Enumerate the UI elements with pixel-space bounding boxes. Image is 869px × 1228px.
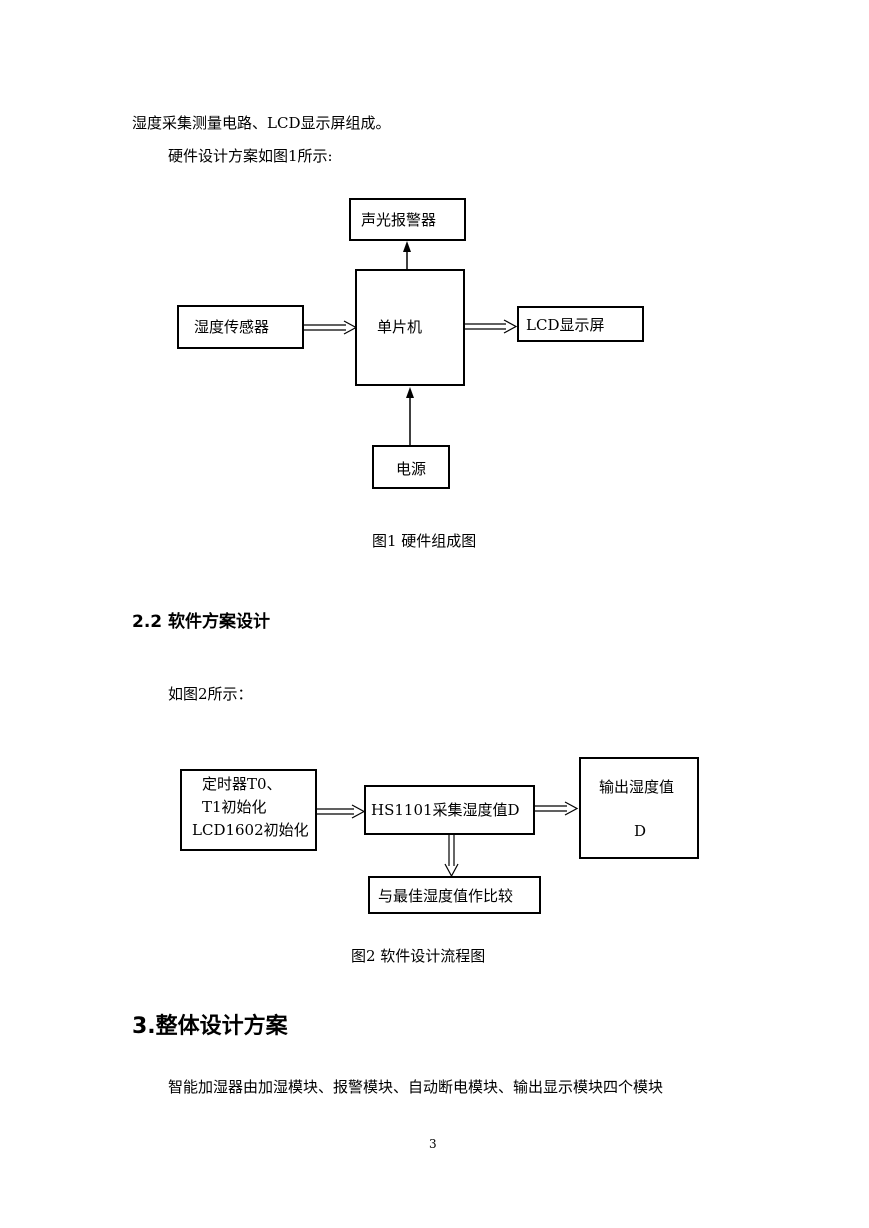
collect-label: HS1101采集湿度值D: [371, 801, 520, 819]
mcu-box: 单片机: [355, 269, 465, 386]
section-2-2-paragraph: 如图2所示：: [168, 685, 253, 703]
output-box: 输出湿度值 D: [579, 757, 699, 859]
alarm-label: 声光报警器: [361, 211, 437, 229]
output-line-1: 输出湿度值: [599, 778, 675, 796]
figure-2-caption: 图2 软件设计流程图: [351, 947, 486, 965]
power-box: 电源: [372, 445, 450, 489]
arrow-power-to-mcu-head: [406, 387, 414, 398]
sensor-box: 湿度传感器: [177, 305, 304, 349]
figure-1-caption: 图1 硬件组成图: [372, 532, 477, 550]
compare-box: 与最佳湿度值作比较: [368, 876, 541, 914]
arrow-collect-to-output-head: [564, 801, 579, 816]
section-3-heading: 3.整体设计方案: [132, 1014, 288, 1039]
collect-box: HS1101采集湿度值D: [364, 785, 535, 835]
init-line-1: 定时器T0、: [202, 775, 282, 793]
output-line-2: D: [634, 822, 647, 840]
arrow-init-to-collect-head: [351, 804, 366, 819]
page-number: 3: [429, 1137, 437, 1151]
init-box: 定时器T0、 T1初始化 LCD1602初始化: [180, 769, 317, 851]
mcu-label: 单片机: [377, 318, 423, 336]
intro-paragraph: 硬件设计方案如图1所示:: [168, 147, 333, 165]
section-2-2-heading: 2.2 软件方案设计: [132, 612, 271, 632]
lcd-label: LCD显示屏: [526, 316, 605, 334]
init-line-2: T1初始化: [202, 798, 267, 816]
lcd-box: LCD显示屏: [517, 306, 644, 342]
power-label: 电源: [396, 460, 427, 478]
arrow-mcu-to-lcd-head: [503, 319, 518, 334]
arrow-collect-to-compare-head: [444, 863, 459, 878]
compare-label: 与最佳湿度值作比较: [378, 887, 514, 905]
sensor-label: 湿度传感器: [194, 318, 270, 336]
section-3-paragraph: 智能加湿器由加湿模块、报警模块、自动断电模块、输出显示模块四个模块: [168, 1078, 664, 1096]
arrow-mcu-to-alarm-head: [403, 241, 411, 252]
alarm-box: 声光报警器: [349, 198, 466, 241]
intro-line: 湿度采集测量电路、LCD显示屏组成。: [132, 114, 391, 132]
init-line-3: LCD1602初始化: [192, 821, 309, 839]
